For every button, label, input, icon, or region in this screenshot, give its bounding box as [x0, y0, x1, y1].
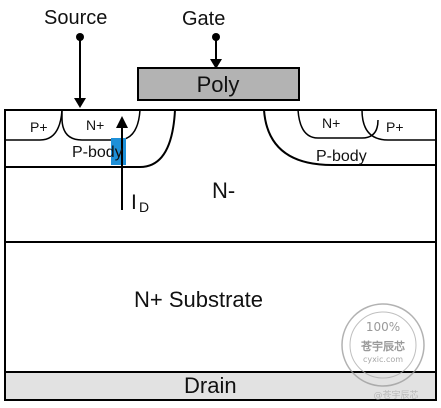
drain-current-label: I: [131, 191, 137, 214]
left-n-plus-boundary: [61, 109, 141, 141]
gate-arrowhead: [210, 59, 222, 69]
left-p-body-boundary: [5, 109, 176, 168]
left-p-plus-label: P+: [30, 119, 48, 135]
drain-current-subscript: D: [139, 199, 149, 215]
poly-label: Poly: [197, 72, 240, 97]
device-body: [4, 109, 437, 401]
left-n-plus-label: N+: [86, 117, 104, 133]
gate-label: Gate: [182, 8, 225, 30]
right-p-body-label: P-body: [316, 148, 367, 165]
right-n-plus-label: N+: [322, 115, 340, 131]
n-plus-substrate-label: N+ Substrate: [134, 287, 263, 312]
right-p-plus-boundary: [361, 109, 436, 141]
drain-current-arrowhead: [116, 116, 128, 128]
source-label: Source: [44, 7, 107, 29]
source-arrowhead: [74, 98, 86, 108]
drain-contact: [6, 372, 435, 399]
drain-label: Drain: [184, 373, 237, 398]
watermark-url: cyxic.com: [363, 355, 403, 364]
watermark-inner-ring: [349, 311, 417, 379]
watermark-percent: 100%: [366, 320, 400, 334]
n-minus-drift-label: N-: [212, 178, 235, 203]
watermark-footer: @苍宇辰芯: [373, 389, 418, 401]
gate-terminal-dot: [212, 33, 220, 41]
poly-gate: [137, 67, 300, 101]
right-n-plus-boundary: [297, 109, 379, 139]
watermark-brand: 苍宇辰芯: [360, 339, 405, 353]
source-terminal-dot: [76, 33, 84, 41]
watermark-seal: 100% 苍宇辰芯 cyxic.com @苍宇辰芯: [341, 303, 425, 401]
left-p-body-label: P-body: [72, 144, 123, 161]
right-p-body-boundary: [263, 109, 436, 166]
right-p-plus-label: P+: [386, 119, 404, 135]
watermark-outer-ring: [341, 303, 425, 387]
